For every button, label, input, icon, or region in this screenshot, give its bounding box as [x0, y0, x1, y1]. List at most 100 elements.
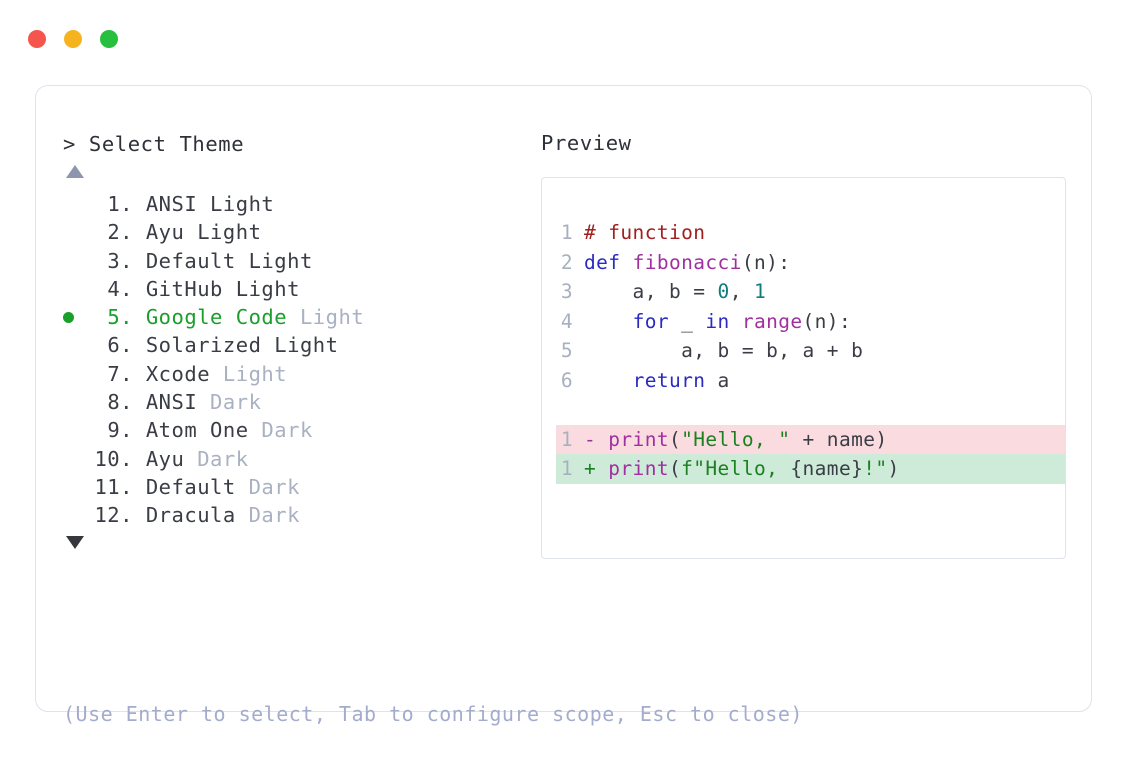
theme-list-item[interactable]: 11. Default Dark	[63, 473, 533, 501]
close-button[interactable]	[28, 30, 46, 48]
code-token: 1	[753, 280, 767, 303]
theme-variant: Dark	[235, 503, 300, 528]
code-token	[584, 310, 633, 333]
theme-variant: Light	[184, 220, 262, 245]
theme-index: 2.	[107, 220, 133, 245]
code-token: !"	[863, 457, 888, 480]
line-number: 1	[560, 457, 573, 480]
line-number: 1	[560, 221, 573, 244]
code-token: (n):	[741, 250, 791, 274]
theme-list-item[interactable]: 12. Dracula Dark	[63, 501, 533, 529]
code-token: "Hello, "	[681, 427, 791, 451]
theme-list-item[interactable]: 8. ANSI Dark	[63, 388, 533, 416]
theme-name: Ayu	[133, 220, 185, 245]
code-line: 3 a, b = 0, 1	[556, 277, 1065, 307]
theme-variant: Light	[210, 361, 288, 386]
code-token: 0	[717, 280, 730, 303]
theme-name: Ayu	[133, 446, 185, 471]
line-number: 6	[560, 368, 573, 392]
theme-name: Solarized	[133, 333, 262, 358]
theme-variant: Dark	[197, 390, 262, 415]
theme-index: 12.	[94, 503, 133, 528]
line-number: 1	[560, 427, 573, 451]
code-token	[584, 369, 633, 392]
code-token: )	[887, 457, 900, 480]
code-token: fibonacci	[632, 250, 742, 274]
theme-index: 7.	[107, 361, 133, 386]
theme-list-item[interactable]: 3. Default Light	[63, 247, 533, 275]
theme-variant: Light	[287, 305, 365, 330]
code-token: print	[608, 427, 669, 451]
code-preview: 1 # function 2 def fibonacci(n): 3 a, b = 0,…	[556, 218, 1065, 484]
theme-index: 5.	[107, 305, 133, 330]
theme-variant: Dark	[248, 418, 313, 443]
code-token: f"Hello,	[681, 457, 791, 480]
code-token: # function	[584, 221, 706, 244]
scroll-up-icon[interactable]	[66, 165, 84, 178]
theme-variant: Light	[235, 248, 313, 273]
theme-list-item[interactable]: 6. Solarized Light	[63, 331, 533, 359]
line-number: 2	[560, 250, 573, 274]
code-token: in	[705, 309, 730, 333]
selected-bullet-icon	[63, 311, 74, 323]
code-token: print	[608, 457, 669, 480]
theme-list-item[interactable]: 7. Xcode Light	[63, 360, 533, 388]
theme-list-item[interactable]: 9. Atom One Dark	[63, 416, 533, 444]
theme-name: GitHub	[133, 276, 223, 301]
code-token: ,	[729, 280, 754, 303]
theme-index: 6.	[107, 333, 133, 358]
window-controls	[28, 30, 118, 48]
theme-index: 9.	[107, 418, 133, 443]
line-number: 5	[560, 339, 573, 362]
theme-variant: Light	[222, 276, 300, 301]
theme-name: Default	[133, 248, 236, 273]
theme-list-item[interactable]: 4. GitHub Light	[63, 275, 533, 303]
theme-list-item[interactable]: 2. Ayu Light	[63, 218, 533, 246]
theme-list-item[interactable]: 5. Google Code Light	[63, 303, 533, 331]
code-line: 4 for _ in range(n):	[556, 307, 1065, 337]
minimize-button[interactable]	[64, 30, 82, 48]
theme-name: Default	[133, 474, 236, 499]
code-token	[730, 310, 742, 333]
theme-list-item[interactable]: 10. Ayu Dark	[63, 445, 533, 473]
preview-panel: 1 # function 2 def fibonacci(n): 3 a, b = 0,…	[541, 177, 1066, 559]
code-token: + name)	[790, 427, 888, 451]
theme-variant: Light	[261, 333, 339, 358]
theme-name: Google Code	[133, 305, 288, 330]
theme-list-item[interactable]: 1. ANSI Light	[63, 190, 533, 218]
theme-index: 3.	[107, 248, 133, 273]
theme-name: Atom One	[133, 418, 249, 443]
scroll-down-icon[interactable]	[66, 535, 84, 549]
theme-name: ANSI	[133, 192, 198, 216]
theme-index: 1.	[107, 192, 133, 216]
code-token: range	[741, 309, 803, 333]
code-line: 5 a, b = b, a + b	[556, 336, 1065, 366]
code-token: return	[632, 368, 706, 392]
diff-removed-line: 1- print("Hello, " + name)	[556, 424, 1065, 454]
theme-name: Dracula	[133, 503, 236, 528]
code-token: a	[705, 368, 730, 392]
code-line: 1 # function	[556, 218, 1065, 248]
theme-index: 10.	[94, 446, 133, 471]
code-token: a, b = b, a + b	[584, 339, 864, 362]
line-number: 3	[560, 280, 573, 303]
maximize-button[interactable]	[100, 30, 118, 48]
diff-sign: +	[584, 457, 609, 480]
code-token: def	[584, 250, 633, 274]
theme-variant: Dark	[184, 446, 249, 471]
selection-bullet-cell	[63, 303, 89, 331]
theme-index: 11.	[94, 474, 133, 499]
code-line: 2 def fibonacci(n):	[556, 248, 1065, 278]
code-token: _	[668, 309, 706, 333]
code-token: (	[668, 427, 682, 451]
page-title: > Select Theme	[63, 132, 245, 156]
theme-variant: Dark	[235, 474, 300, 499]
theme-index: 4.	[107, 276, 133, 301]
code-line: 6 return a	[556, 366, 1065, 396]
theme-name: ANSI	[133, 390, 198, 415]
